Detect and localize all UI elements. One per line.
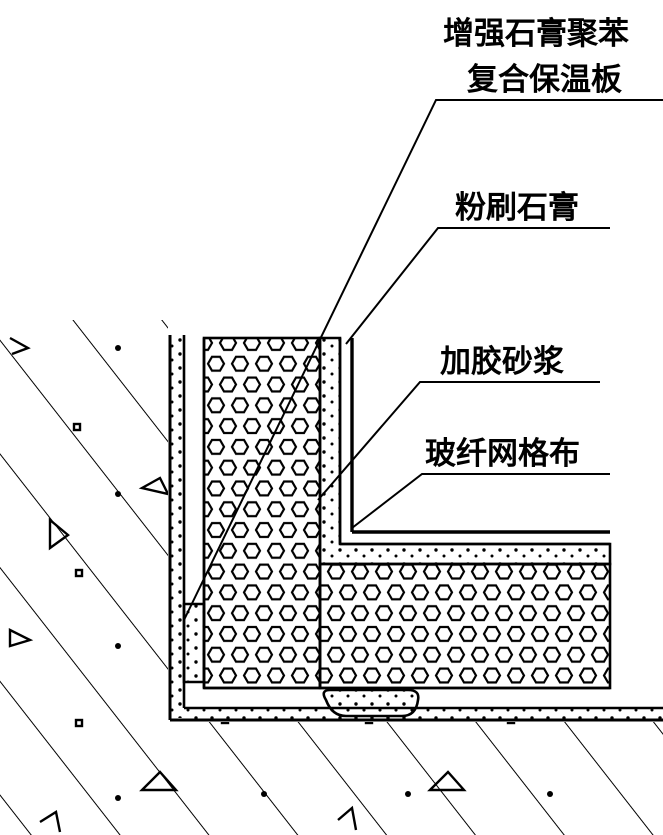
label-composite-board-line2: 复合保温板 (467, 62, 622, 98)
plaster-finish (338, 338, 610, 546)
concrete-dots (115, 345, 553, 801)
label-composite-board-line1: 增强石膏聚苯 (443, 16, 629, 52)
leader-lines (183, 99, 663, 621)
label-mesh: 玻纤网格布 (425, 436, 580, 472)
label-mortar: 加胶砂浆 (440, 344, 564, 380)
label-plaster: 粉刷石膏 (455, 190, 579, 226)
polystyrene-core (202, 336, 612, 690)
